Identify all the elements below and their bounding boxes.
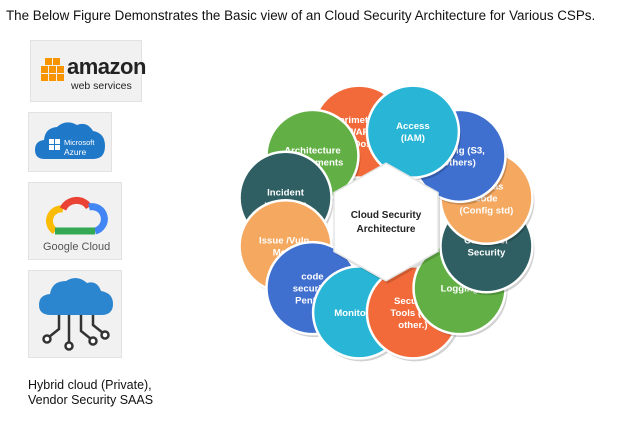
petal-label: Perimeter – bbox=[333, 115, 386, 126]
petal-label: other.) bbox=[398, 320, 427, 331]
aws-wordmark: amazon bbox=[67, 54, 146, 79]
petal-label: Tools (AV, bbox=[390, 308, 435, 319]
petal-label: Incident bbox=[267, 187, 305, 198]
google-cloud-icon bbox=[46, 196, 108, 235]
petal-0: Access(IAM) bbox=[365, 84, 461, 181]
petal-label: Pentest bbox=[295, 296, 330, 307]
aws-boxes-icon bbox=[41, 58, 64, 81]
petal-label: others) bbox=[443, 157, 476, 168]
center-label-line1: Cloud Security bbox=[351, 210, 422, 221]
aws-subtitle: web services bbox=[71, 80, 132, 92]
azure-logo-card: Microsoft Azure bbox=[28, 112, 112, 172]
azure-line1: Microsoft bbox=[64, 138, 95, 147]
hybrid-cloud-logo-card bbox=[28, 270, 122, 358]
petal-label: Architecture bbox=[284, 145, 341, 156]
aws-logo-card: amazon web services bbox=[30, 40, 146, 102]
petal-label: Security bbox=[468, 248, 507, 259]
petal-label: DDos bbox=[347, 139, 372, 150]
google-cloud-label: Google Cloud bbox=[43, 241, 111, 253]
petal-label: Issue /Vuln. bbox=[259, 236, 312, 247]
petal-label: security/ bbox=[293, 284, 333, 295]
google-cloud-logo-card: Google Cloud bbox=[28, 182, 122, 260]
petal-label: Config (S3, bbox=[434, 145, 485, 156]
hybrid-cloud-caption: Hybrid cloud (Private), Vendor Security … bbox=[28, 378, 153, 408]
petal-label: WAF/ bbox=[347, 127, 371, 138]
azure-cloud-icon bbox=[35, 122, 105, 159]
petal-label: (Config std) bbox=[460, 205, 514, 216]
petal-label: (IAM) bbox=[401, 133, 425, 144]
petal-label: Monitoring bbox=[334, 308, 384, 319]
petal-label: code bbox=[475, 193, 497, 204]
petal-label: Security bbox=[394, 296, 433, 307]
petal-label: Logging bbox=[441, 284, 479, 295]
center-label-line2: Architecture bbox=[357, 224, 416, 235]
hybrid-caption-line2: Vendor Security SAAS bbox=[28, 393, 154, 407]
petal-label: Access bbox=[396, 121, 430, 132]
azure-line2: Azure bbox=[64, 147, 87, 157]
page-title: The Below Figure Demonstrates the Basic … bbox=[6, 8, 596, 23]
center-hexagon bbox=[333, 162, 439, 282]
hybrid-caption-line1: Hybrid cloud (Private), bbox=[28, 378, 152, 392]
petal-label: code bbox=[301, 272, 323, 283]
hybrid-cloud-network-icon bbox=[39, 277, 113, 351]
